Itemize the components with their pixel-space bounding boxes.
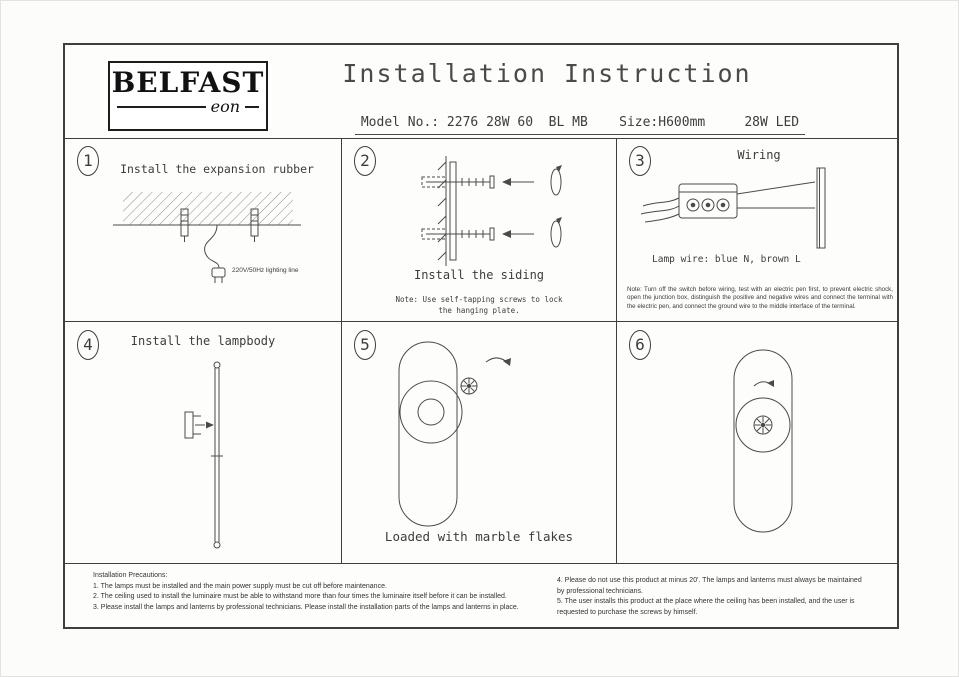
brand-logo: BELFAST eon (108, 61, 268, 131)
panel-2-label: Install the siding (413, 268, 545, 282)
precautions-footer: Installation Precautions: 1. The lamps m… (65, 563, 897, 627)
step-number: 3 (629, 146, 651, 176)
footer-divider (65, 563, 897, 564)
grid-vline-2 (616, 138, 617, 563)
panel-3-title: Wiring (737, 148, 781, 162)
hanging-plate (449, 161, 457, 261)
model-line-underline: Model No.: 2276 28W 60 BL MB Size:H600mm… (355, 111, 805, 135)
step-number: 2 (354, 146, 376, 176)
wiring-drawing (640, 167, 826, 249)
ceiling-hatch (123, 192, 293, 225)
siding-installation-drawing (421, 156, 562, 266)
panel-5-label: Loaded with marble flakes (384, 529, 574, 544)
panel-step-6: 6 (617, 322, 901, 563)
wall-section (437, 156, 447, 266)
finished-lamp-drawing (733, 349, 793, 533)
self-tapping-screw-icon (421, 227, 534, 241)
self-tapping-screw-icon (421, 175, 534, 189)
grid-vline-1 (341, 138, 342, 563)
brand-name: BELFAST (111, 66, 265, 99)
screw-knob-icon (460, 377, 478, 395)
step-number: 6 (629, 330, 651, 360)
terminal-block-icon (678, 183, 738, 219)
grid-row-divider (65, 321, 897, 322)
lamp-disc (735, 397, 791, 453)
brand-subname: eon (210, 97, 240, 117)
panel-step-4: 4 Install the lampbody (65, 322, 341, 563)
step-number: 1 (77, 146, 99, 176)
lamp-disc-inner (417, 398, 445, 426)
marble-flakes-drawing (398, 341, 511, 527)
lamp-stadium-outline (733, 349, 793, 533)
expansion-rubber-drawing (113, 192, 301, 283)
precautions-heading: Installation Precautions: (93, 572, 168, 579)
precaution-item-1: 1. The lamps must be installed and the m… (93, 582, 387, 590)
panel-step-1: 1 Install the expansion rubber (65, 138, 341, 321)
panel-2-note: Note: Use self-tapping screws to lock th… (395, 295, 563, 315)
power-line-caption: 220V/50Hz lighting line (232, 267, 299, 274)
lamp-disc (399, 380, 463, 444)
rotate-arrow-icon (485, 357, 511, 366)
panel-step-5: 5 (342, 322, 616, 563)
panel-4-label: Install the lampbody (130, 334, 276, 348)
precautions-right-column: 4. Please do not use this product at min… (557, 576, 869, 618)
leader-lines (736, 181, 816, 209)
lamp-stadium-outline (398, 341, 458, 527)
lampbody-drawing (184, 361, 223, 549)
precautions-left-column: Installation Precautions: 1. The lamps m… (93, 571, 553, 613)
lamp-wire-label: Lamp wire: blue N, brown L (652, 254, 801, 265)
panel-step-2: 2 (342, 138, 616, 321)
screw-knob-icon (753, 415, 773, 435)
power-wire (204, 224, 220, 269)
model-line: Model No.: 2276 28W 60 BL MB Size:H600mm… (360, 115, 800, 130)
precaution-item-3: 3. Please install the lamps and lanterns… (93, 603, 519, 611)
step-number: 4 (77, 330, 99, 360)
panel-1-label: Install the expansion rubber (120, 162, 314, 176)
page-title: Installation Instruction (342, 59, 752, 88)
precaution-item-2: 2. The ceiling used to install the lumin… (93, 593, 507, 600)
plug-icon (211, 267, 226, 283)
lamp-back-plate (816, 167, 826, 249)
expansion-anchor-icon (180, 208, 189, 242)
logo-rule-right (245, 106, 259, 109)
precaution-item-4: 4. Please do not use this product at min… (557, 577, 862, 595)
sheet-border: BELFAST eon Installation Instruction Mod… (63, 43, 899, 629)
panel-step-3: 3 Wiring (617, 138, 901, 321)
lamp-pole (211, 361, 223, 549)
mounting-bracket-icon (184, 411, 214, 439)
step-number: 5 (354, 330, 376, 360)
rotate-arrow-icon (550, 217, 562, 248)
logo-rule-left (117, 106, 206, 109)
wiring-note: Note: Turn off the switch before wiring,… (627, 286, 893, 310)
header-divider (65, 138, 897, 139)
rotate-arrow-icon (550, 165, 562, 196)
rotate-arrow-icon (753, 380, 774, 387)
brand-sub-row: eon (110, 97, 266, 115)
precaution-item-5: 5. The user installs this product at the… (557, 598, 855, 616)
supply-wires (640, 197, 680, 223)
expansion-anchor-icon (250, 208, 259, 242)
